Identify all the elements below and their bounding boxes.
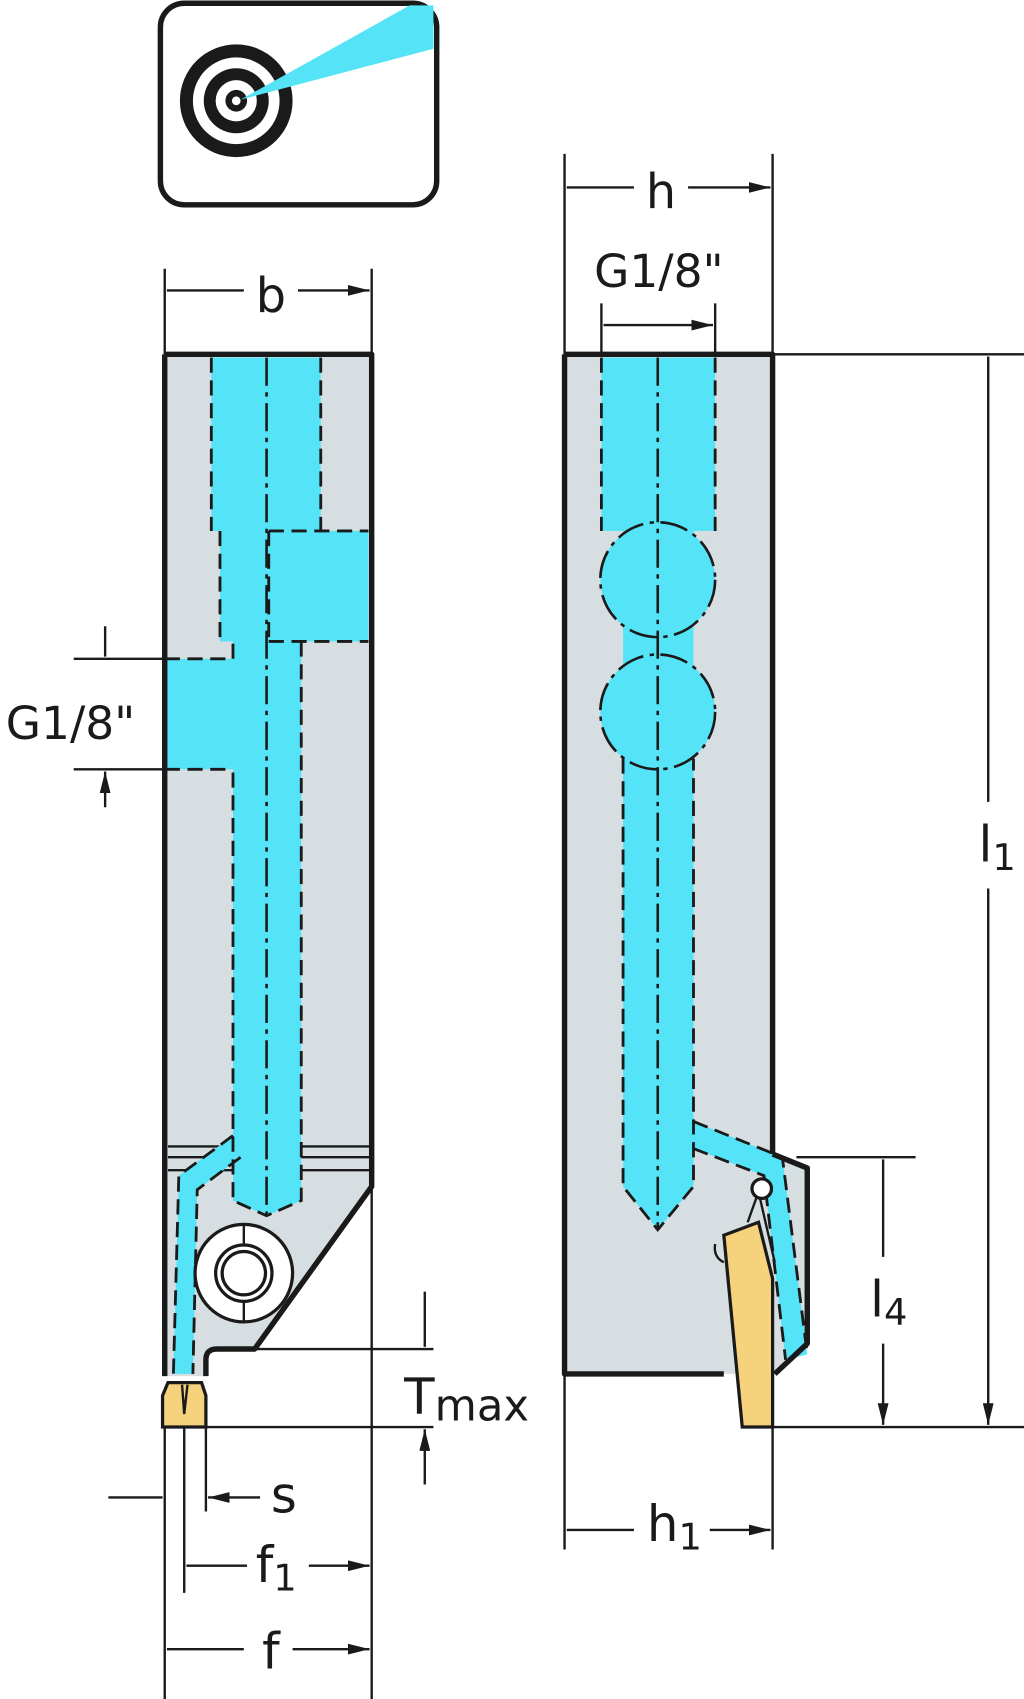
label-h1: h1 — [647, 1495, 702, 1559]
label-f: f — [262, 1623, 281, 1681]
label-h: h — [646, 165, 676, 220]
label-g-top: G1/8" — [594, 245, 723, 298]
side-view — [561, 351, 810, 1429]
label-l4: l4 — [870, 1271, 907, 1335]
dimensions — [73, 153, 1024, 1699]
label-tmax: Tmax — [403, 1368, 529, 1432]
label-s: s — [271, 1467, 297, 1525]
front-view — [160, 351, 375, 1429]
coolant-target-icon — [157, 0, 440, 208]
label-f1: f1 — [256, 1536, 297, 1600]
label-l1: l1 — [978, 815, 1015, 879]
label-g-side: G1/8" — [6, 697, 135, 750]
label-b: b — [256, 269, 286, 324]
